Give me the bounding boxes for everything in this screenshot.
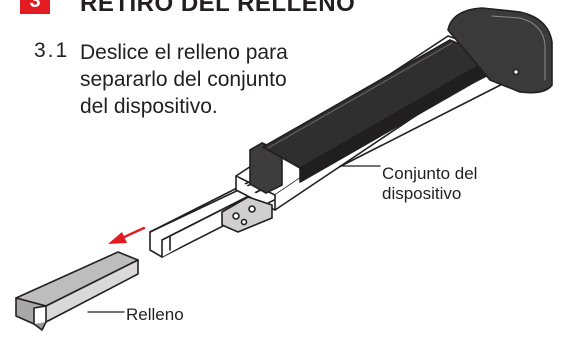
step-instruction: Deslice el relleno para separarlo del co… — [80, 41, 288, 118]
red-arrow-icon — [108, 226, 146, 244]
assembly-callout: Conjunto del dispositivo — [382, 164, 478, 203]
end-cap — [447, 7, 553, 94]
mechanism-plate — [221, 196, 273, 233]
section-number-badge: 3 — [20, 0, 50, 14]
section-title: RETIRO DEL RELLENO — [80, 0, 356, 17]
section-number: 3 — [29, 0, 41, 12]
device-housing — [262, 39, 493, 183]
filler-callout: Relleno — [126, 305, 184, 324]
step-number: 3.1 — [34, 39, 70, 62]
filler-piece — [15, 251, 139, 331]
